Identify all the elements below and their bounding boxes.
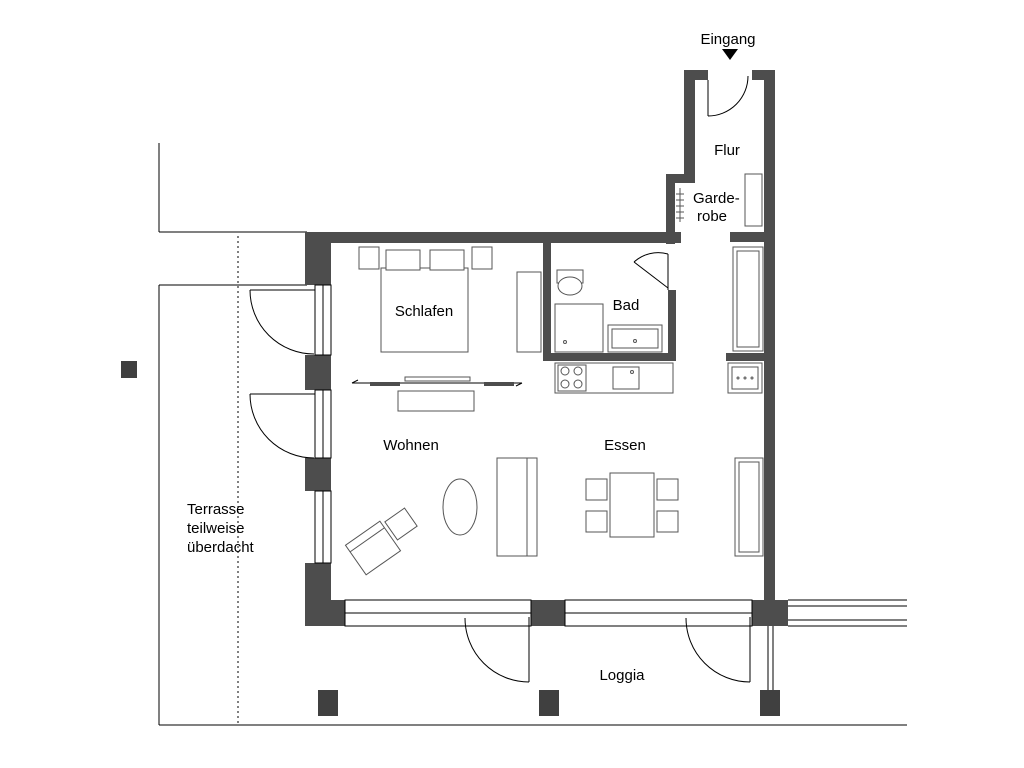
arrow-down-icon [722,49,738,60]
room-label-wohnen: Wohnen [383,437,439,454]
column [539,690,559,716]
bottom-windows [344,599,907,690]
sofa [496,457,538,557]
terrace-outline [158,143,907,726]
bathroom [554,269,663,353]
toilet [557,276,583,296]
room-label-essen: Essen [604,437,646,454]
sideboard [397,390,475,412]
room-label-loggia: Loggia [599,667,645,684]
room-label-flur: Flur [714,142,740,159]
pillow [429,249,465,271]
room-label-terrasse-2: teilweise [187,520,245,537]
chair [656,510,679,533]
entrance-label: Eingang [700,31,755,48]
column [318,690,338,716]
kitchen-sink [612,366,640,390]
sideboard [734,457,764,557]
column [121,361,137,378]
chair [585,478,608,501]
nightstand [471,246,493,270]
dining-furniture [585,457,764,557]
room-label-garderobe-1: Garde- [693,190,740,207]
left-windows [314,284,332,564]
coffee-table [442,478,478,536]
armchair [344,520,402,576]
nightstand [358,246,380,270]
washer [727,362,763,394]
pillow [385,249,421,271]
chair [656,478,679,501]
room-label-garderobe-2: robe [697,208,727,225]
hall-furniture [676,173,764,352]
bed [380,267,469,353]
kitchen [554,362,763,394]
wardrobe [732,246,764,352]
dining-table [609,472,655,538]
wardrobe [516,271,542,353]
column [760,690,780,716]
room-label-schlafen: Schlafen [395,303,453,320]
bedroom-furniture [351,246,542,412]
living-furniture [344,457,538,576]
shower [554,303,604,353]
room-label-terrasse-3: überdacht [187,539,255,556]
room-label-terrasse-1: Terrasse [187,501,245,518]
walls [305,70,788,626]
doors [249,75,751,683]
room-label-bad: Bad [613,297,640,314]
ottoman [384,507,418,541]
hob [560,366,570,376]
shoe-cabinet [744,173,763,227]
chair [585,510,608,533]
